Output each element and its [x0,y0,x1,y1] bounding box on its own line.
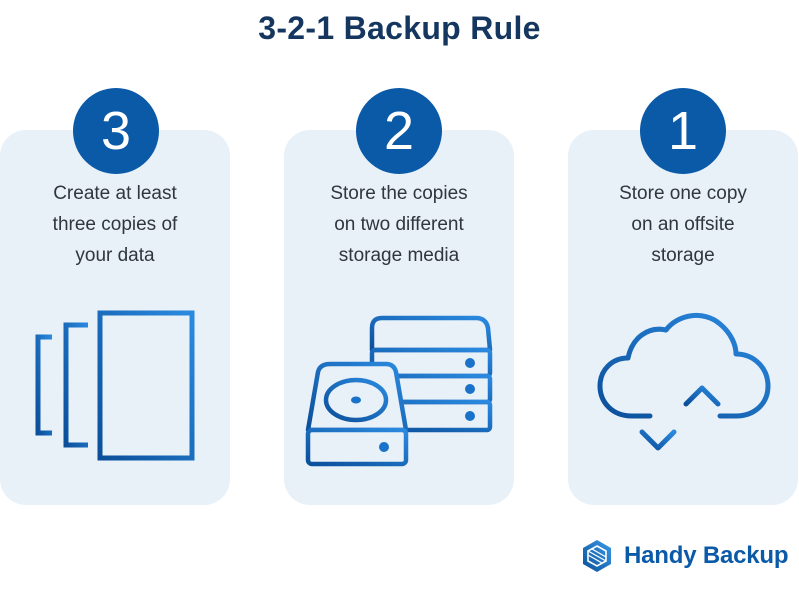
brand: Handy Backup [580,538,789,574]
card-two-line-3: storage media [338,245,460,266]
cloud-sync-icon [597,312,771,451]
card-two-line-1: Store the copies [330,183,468,204]
card-three-line-3: your data [75,245,155,266]
card-two-line-2: on two different [334,214,464,235]
badge-two: 2 [356,88,442,174]
card-one-line-3: storage [651,245,715,266]
page-title: 3-2-1 Backup Rule [258,10,541,46]
storage-drives-icon [305,315,493,467]
card-one-line-2: on an offsite [631,214,735,235]
card-three-description: Create at least three copies of your dat… [0,178,230,271]
badge-three: 3 [73,88,159,174]
document-copies-icon [35,310,195,461]
card-three-line-2: three copies of [52,214,178,235]
card-one-description: Store one copy on an offsite storage [568,178,798,271]
brand-name: Handy Backup [624,542,789,569]
card-two-description: Store the copies on two different storag… [284,178,514,271]
handy-backup-logo-icon [583,540,611,572]
card-one-line-1: Store one copy [619,183,747,204]
badge-one: 1 [640,88,726,174]
card-three-line-1: Create at least [53,183,177,204]
